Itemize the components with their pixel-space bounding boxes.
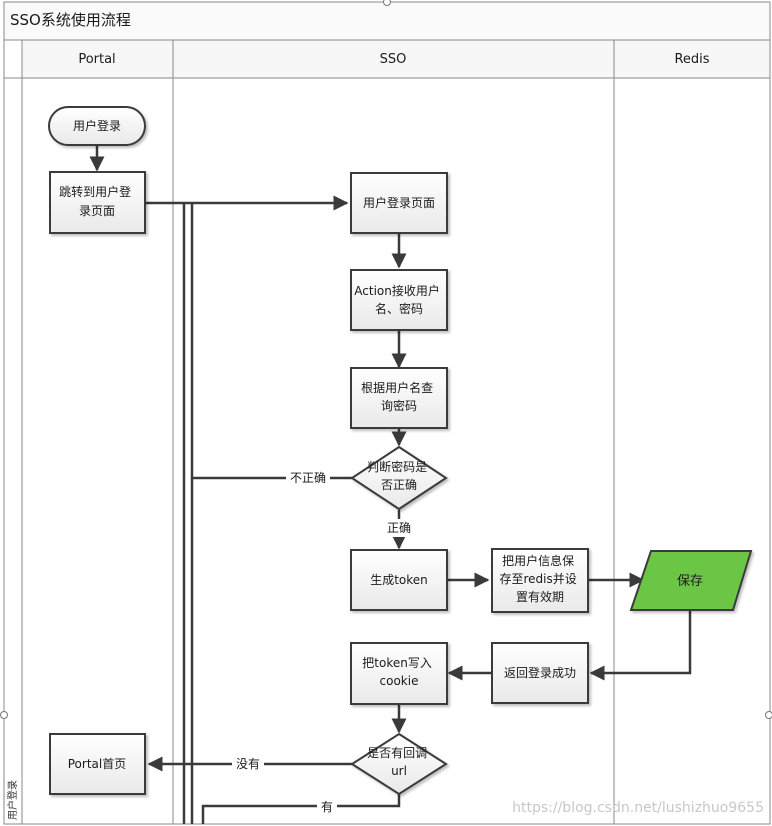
node-home: Portal首页 xyxy=(49,733,146,795)
node-return-ok: 返回登录成功 xyxy=(491,642,589,704)
node-write-cookie-label: 把token写入 cookie xyxy=(362,656,435,688)
lane-header-portal: Portal xyxy=(78,52,115,67)
diagram-title: SSO系统使用流程 xyxy=(10,11,131,29)
watermark: https://blog.csdn.net/lushizhuo9655 xyxy=(512,800,764,816)
node-store: 保存 xyxy=(629,550,753,611)
node-save-info: 把用户信息保 存至redis并设 置有效期 xyxy=(491,548,589,613)
node-store-label: 保存 xyxy=(677,574,703,589)
node-action-label: Action接收用户 名、密码 xyxy=(354,283,443,316)
node-action: Action接收用户 名、密码 xyxy=(350,269,448,331)
label-wrong: 不正确 xyxy=(290,471,326,485)
node-login-page-label: 用户登录页面 xyxy=(363,195,435,210)
node-start: 用户登录 xyxy=(48,106,146,146)
node-callback: 是否有回调 url xyxy=(350,732,448,796)
frame-handles[interactable] xyxy=(0,0,772,719)
node-login-page: 用户登录页面 xyxy=(350,172,448,234)
node-check: 判断密码是 否正确 xyxy=(350,445,448,511)
label-no: 没有 xyxy=(236,756,260,771)
node-query: 根据用户名查 询密码 xyxy=(350,367,448,429)
node-gen-token: 生成token xyxy=(350,549,448,611)
label-right: 正确 xyxy=(387,521,411,535)
edge-labels: 不正确 正确 没有 有 xyxy=(232,468,415,814)
phase-label: 用户登录 xyxy=(6,780,19,820)
node-gen-token-label: 生成token xyxy=(370,573,428,587)
edge-callback-yes xyxy=(201,794,401,824)
node-redirect-label: 跳转到用户登 录页面 xyxy=(59,184,135,218)
node-check-label: 判断密码是 否正确 xyxy=(367,459,431,492)
node-home-label: Portal首页 xyxy=(68,757,126,771)
node-redirect: 跳转到用户登 录页面 xyxy=(49,171,146,234)
node-save-info-label: 把用户信息保 存至redis并设 置有效期 xyxy=(499,553,580,604)
node-start-label: 用户登录 xyxy=(73,118,121,133)
lane-header-sso: SSO xyxy=(380,52,407,67)
node-query-label: 根据用户名查 询密码 xyxy=(361,380,437,413)
lane-header-redis: Redis xyxy=(674,52,709,67)
node-return-ok-label: 返回登录成功 xyxy=(504,665,576,680)
edge-store-to-return xyxy=(589,611,692,681)
node-write-cookie: 把token写入 cookie xyxy=(350,642,448,705)
label-yes: 有 xyxy=(321,800,333,814)
node-callback-label: 是否有回调 url xyxy=(367,746,431,778)
